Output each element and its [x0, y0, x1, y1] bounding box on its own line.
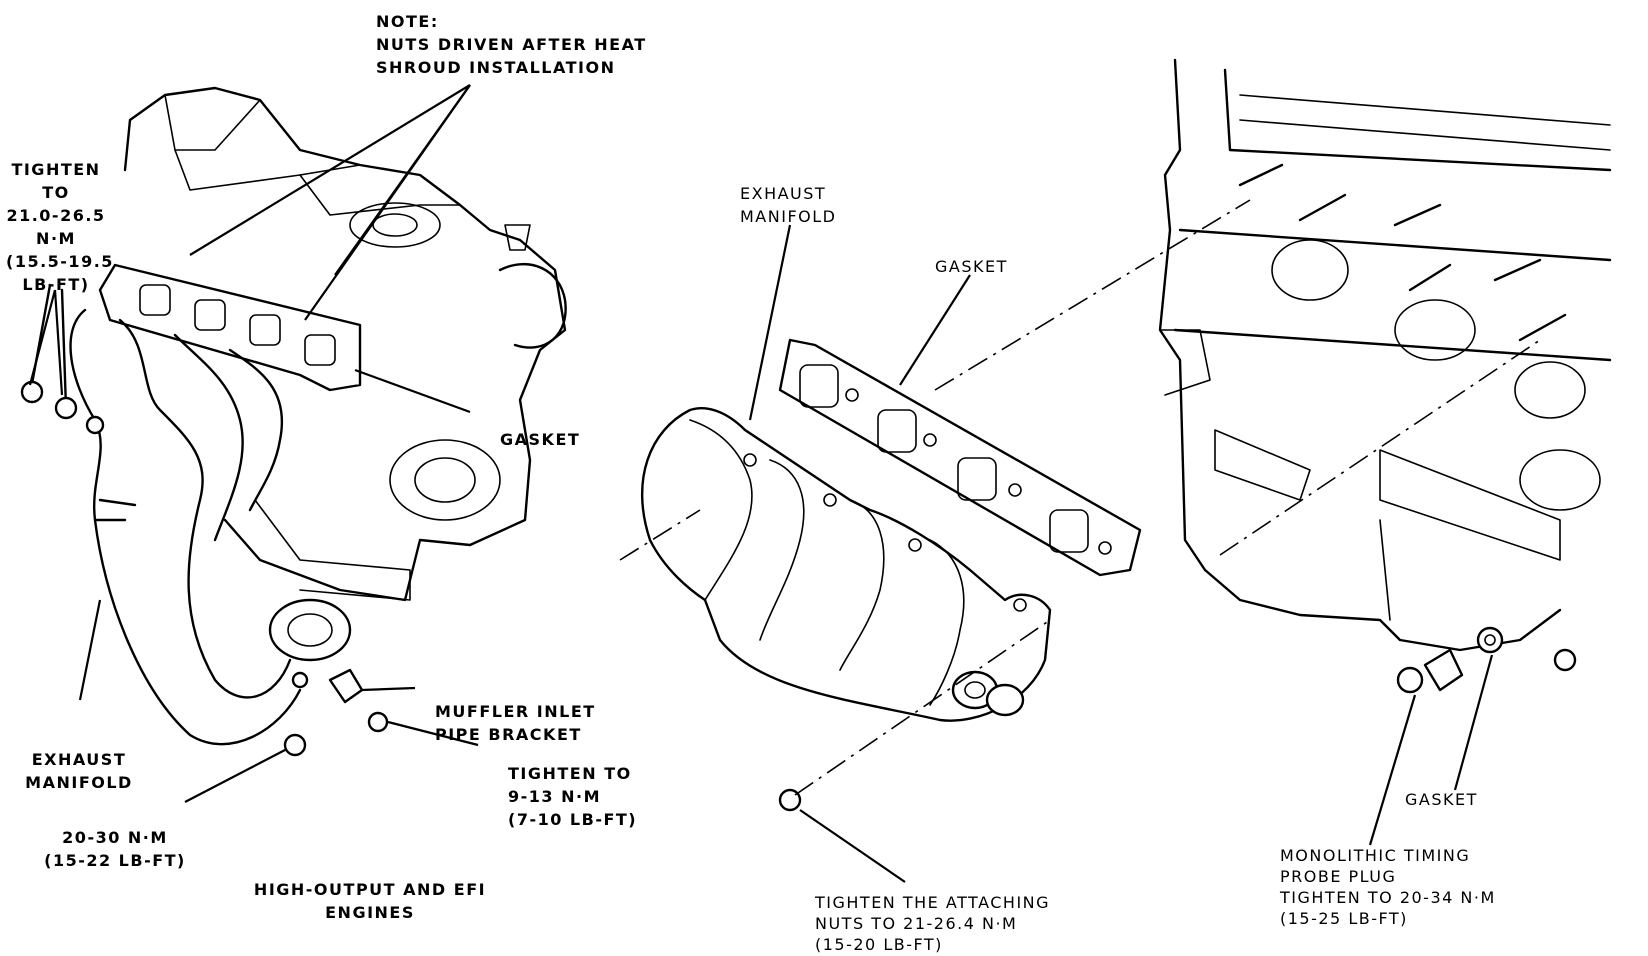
attaching-nuts-line: TIGHTEN THE ATTACHING: [815, 893, 1051, 912]
left-engine-drawing: [20, 86, 567, 757]
middle-exhaust-manifold-label: EXHAUST MANIFOLD: [740, 182, 836, 228]
probe-plug-line: TIGHTEN TO 20-34 N·m: [1280, 888, 1496, 907]
muffler-bracket-line: MUFFLER INLET: [435, 702, 596, 721]
attaching-nuts-line: (15-20 LB-FT): [815, 935, 943, 954]
note-line: SHROUD INSTALLATION: [376, 58, 616, 77]
middle-gasket-label: GASKET: [935, 257, 1008, 276]
left-manifold-line: MANIFOLD: [25, 773, 133, 792]
bracket-nut-line: 9-13 N·m: [508, 787, 601, 806]
left-leader-lines: [28, 84, 479, 803]
torque-stud-line: (15.5-19.5: [6, 252, 114, 271]
bracket-nut-torque-label: TIGHTEN TO 9-13 N·m (7-10 LB-FT): [508, 762, 637, 831]
note-line: NOTE:: [376, 12, 439, 31]
caption-line: ENGINES: [325, 903, 415, 922]
right-block-drawing: [1158, 58, 1612, 694]
exploded-gasket-drawing: [778, 338, 1142, 577]
caption-line: HIGH-OUTPUT AND EFI: [253, 880, 487, 899]
stud-row: [1238, 163, 1567, 342]
torque-stud-line: 21.0-26.5: [6, 206, 106, 225]
attaching-nuts-label: TIGHTEN THE ATTACHING NUTS TO 21-26.4 N·…: [815, 892, 1050, 955]
right-leader-lines: [1368, 654, 1494, 846]
torque-stud-line: N·m: [36, 229, 76, 248]
left-gasket-label: GASKET: [500, 430, 581, 449]
muffler-bracket-label: MUFFLER INLET PIPE BRACKET: [435, 700, 596, 746]
torque-stud-line: TO: [42, 183, 70, 202]
probe-plug-line: MONOLITHIC TIMING: [1280, 846, 1471, 865]
alignment-dashes: [619, 199, 1541, 796]
muffler-bracket-line: PIPE BRACKET: [435, 725, 582, 744]
note-line: NUTS DRIVEN AFTER HEAT: [376, 35, 647, 54]
left-manifold-line: EXHAUST: [31, 750, 127, 769]
middle-leader-lines: [748, 224, 971, 883]
left-exhaust-manifold-label: EXHAUST MANIFOLD: [14, 748, 144, 794]
attaching-nuts-line: NUTS TO 21-26.4 N·m: [815, 914, 1018, 933]
middle-manifold-line: MANIFOLD: [740, 207, 837, 226]
timing-probe-plug-label: MONOLITHIC TIMING PROBE PLUG TIGHTEN TO …: [1280, 845, 1496, 929]
pipe-nut-torque-label: 20-30 N·m (15-22 LB-FT): [40, 826, 190, 872]
pipe-nut-line: (15-22 LB-FT): [44, 851, 186, 870]
right-gasket-label: GASKET: [1405, 790, 1478, 809]
torque-stud-line: LB-FT): [22, 275, 90, 294]
bracket-nut-line: TIGHTEN TO: [508, 764, 632, 783]
middle-manifold-line: EXHAUST: [740, 184, 827, 203]
engines-caption: HIGH-OUTPUT AND EFI ENGINES: [240, 878, 500, 924]
probe-plug-line: PROBE PLUG: [1280, 867, 1397, 886]
probe-plug-line: (15-25 LB-FT): [1280, 909, 1408, 928]
torque-stud-label: TIGHTEN TO 21.0-26.5 N·m (15.5-19.5 LB-F…: [6, 158, 114, 296]
pipe-nut-line: 20-30 N·m: [62, 828, 168, 847]
note-label: NOTE: NUTS DRIVEN AFTER HEAT SHROUD INST…: [376, 10, 647, 79]
bracket-nut-line: (7-10 LB-FT): [508, 810, 638, 829]
torque-stud-line: TIGHTEN: [11, 160, 101, 179]
